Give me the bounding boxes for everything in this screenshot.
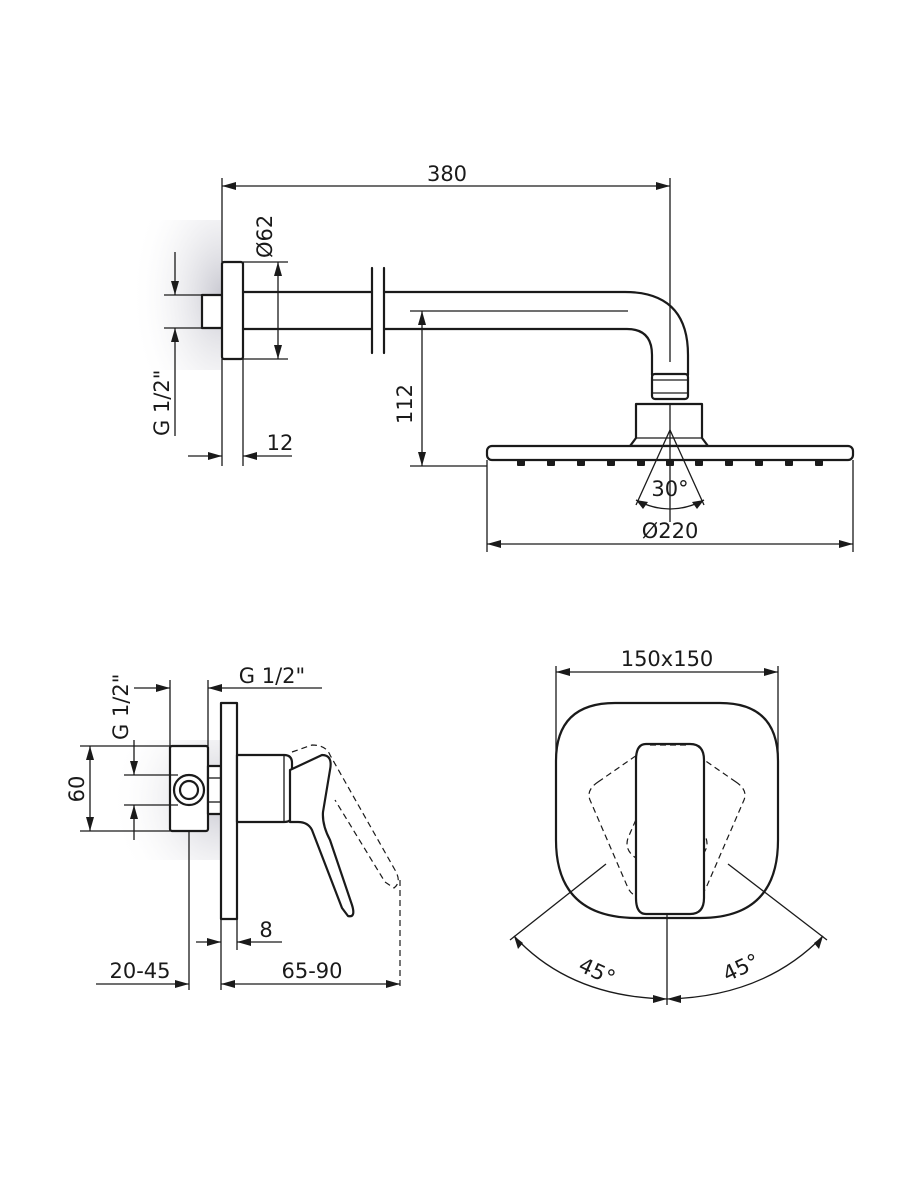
wall-plate [219,701,239,921]
head-diameter-label: Ø220 [642,519,699,543]
spray-angle-label: 30° [651,477,688,501]
spray-nozzles [517,460,823,466]
install-depth-label: 20-45 [109,959,170,983]
body-height-label: 60 [65,776,89,803]
arm-thread-label: G 1/2" [150,370,174,436]
shower-head-side-view: 380 Ø62 G 1/2" 12 112 [130,162,855,552]
wall-nipple [200,293,224,330]
mixer-thread-label: G 1/2" [239,664,305,688]
wall-flange [220,260,245,361]
front-mixer-lever [634,742,706,916]
mixer-side-view: G 1/2" G 1/2" 60 8 20-45 65-9 [65,664,401,990]
plate-size-label: 150x150 [621,647,714,671]
valve-outlet-inner [178,779,200,801]
drop-height-label: 112 [393,384,417,424]
mixer-front-view: 150x150 45° 45° [509,647,828,1005]
head-connector [628,402,710,448]
arm-length-label: 380 [427,162,467,186]
rotation-left-label: 45° [575,953,619,990]
arm-nut [650,372,690,401]
mixer-lever-alt-position [291,744,399,889]
flange-diameter-label: Ø62 [253,215,277,258]
mixer-thread-vertical-label: G 1/2" [109,674,133,740]
projection-label: 65-90 [281,959,342,983]
flange-thickness-label: 12 [267,431,294,455]
mixer-lever [288,753,355,918]
plate-thickness-label: 8 [259,918,272,942]
shower-arm [241,290,690,377]
